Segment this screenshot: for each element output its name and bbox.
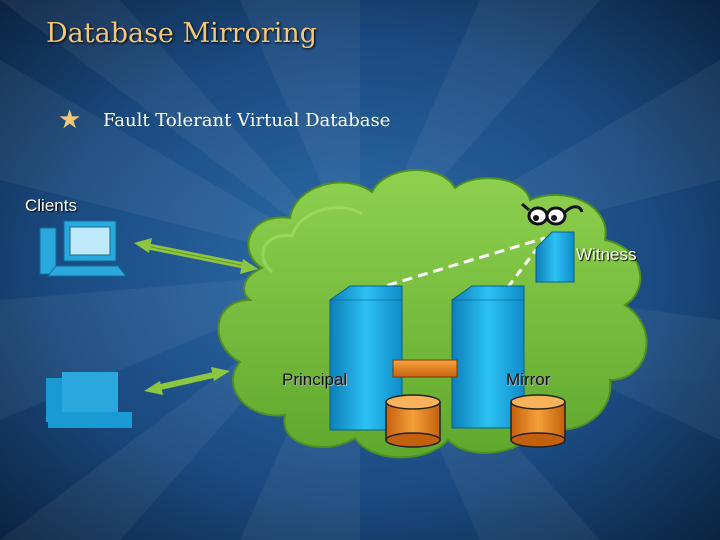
star-icon: ★ xyxy=(58,104,82,134)
cloud xyxy=(217,169,648,459)
witness-server xyxy=(535,231,575,283)
desktop-computer-icon xyxy=(39,220,128,277)
clients-label: Clients xyxy=(25,196,77,215)
mirror-database-icon xyxy=(510,394,566,448)
client-arrow-top xyxy=(134,238,258,274)
principal-database-icon xyxy=(385,394,441,448)
slide-title: Database Mirroring xyxy=(46,18,318,49)
multiple-computers-icon xyxy=(46,372,132,428)
witness-label: Witness xyxy=(576,245,637,264)
mirror-label: Mirror xyxy=(506,370,551,389)
witness-links xyxy=(371,236,547,292)
mirror-link-bar xyxy=(392,359,458,378)
bullet-text: Fault Tolerant Virtual Database xyxy=(103,110,391,131)
glasses-icon xyxy=(521,202,584,226)
principal-label: Principal xyxy=(282,370,348,389)
client-arrow-bottom xyxy=(144,367,230,395)
principal-server xyxy=(329,285,403,431)
mirror-server xyxy=(451,285,525,429)
